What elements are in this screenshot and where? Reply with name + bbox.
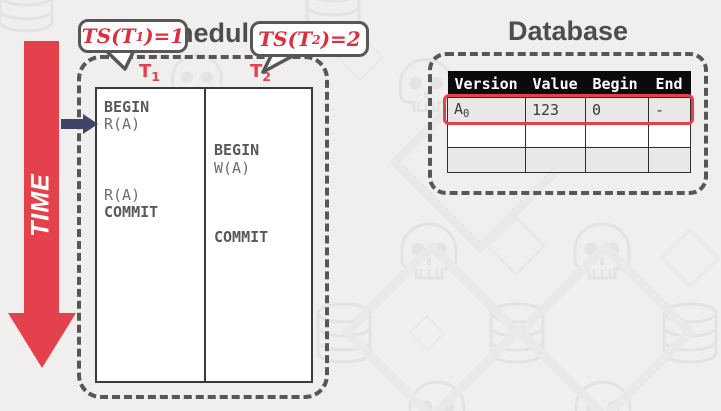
t2-base: T bbox=[250, 61, 263, 82]
op-t2-write: W(A) bbox=[214, 159, 251, 177]
database-title: Database bbox=[507, 16, 629, 46]
database-table: Version Value Begin End A0 123 0 - bbox=[447, 71, 691, 173]
version-row-a0: A0 123 0 - bbox=[447, 97, 691, 123]
bubble-2-suffix: )=2 bbox=[320, 27, 361, 51]
bubble-2-subscript: 2 bbox=[311, 31, 321, 47]
bubble-1-suffix: )=1 bbox=[144, 24, 185, 48]
empty-row-2 bbox=[447, 147, 691, 173]
header-cell-begin: Begin bbox=[585, 71, 649, 98]
op-t2-begin: BEGIN bbox=[214, 141, 260, 159]
empty-cell bbox=[648, 122, 691, 148]
empty-cell bbox=[447, 147, 526, 173]
empty-cell bbox=[525, 147, 586, 173]
version-subscript: 0 bbox=[463, 108, 470, 120]
bubble-1-subscript: 1 bbox=[135, 28, 145, 44]
begin-cell: 0 bbox=[585, 97, 649, 123]
op-t1-read-2: R(A) bbox=[104, 186, 141, 204]
op-t1-begin: BEGIN bbox=[104, 98, 150, 116]
op-t1-commit: COMMIT bbox=[104, 203, 159, 221]
transaction-label-t2: T2 bbox=[250, 61, 271, 84]
database-panel bbox=[428, 52, 708, 195]
transaction-label-t1: T1 bbox=[139, 61, 160, 84]
empty-cell bbox=[585, 122, 649, 148]
time-arrow-head bbox=[8, 313, 76, 368]
time-arrow-shaft bbox=[24, 41, 59, 314]
version-base: A bbox=[454, 100, 464, 118]
op-t1-read-1: R(A) bbox=[104, 115, 141, 133]
current-op-arrow-head-icon bbox=[83, 114, 98, 134]
value-cell: 123 bbox=[525, 97, 586, 123]
empty-cell bbox=[585, 147, 649, 173]
current-op-arrow-icon bbox=[61, 119, 83, 129]
empty-cell bbox=[447, 122, 526, 148]
bubble-2-prefix: TS(T bbox=[258, 27, 312, 51]
t1-subscript: 1 bbox=[151, 68, 161, 84]
t1-base: T bbox=[139, 61, 152, 82]
op-t2-commit: COMMIT bbox=[214, 228, 269, 246]
empty-cell bbox=[648, 147, 691, 173]
bubble-1-prefix: TS(T bbox=[81, 24, 136, 48]
database-header-row: Version Value Begin End bbox=[447, 71, 691, 98]
header-cell-end: End bbox=[648, 71, 691, 98]
header-cell-version: Version bbox=[447, 71, 526, 98]
t2-subscript: 2 bbox=[262, 68, 272, 84]
header-cell-value: Value bbox=[525, 71, 586, 98]
schedule-column-divider bbox=[204, 87, 206, 383]
schedule-panel bbox=[77, 55, 329, 399]
